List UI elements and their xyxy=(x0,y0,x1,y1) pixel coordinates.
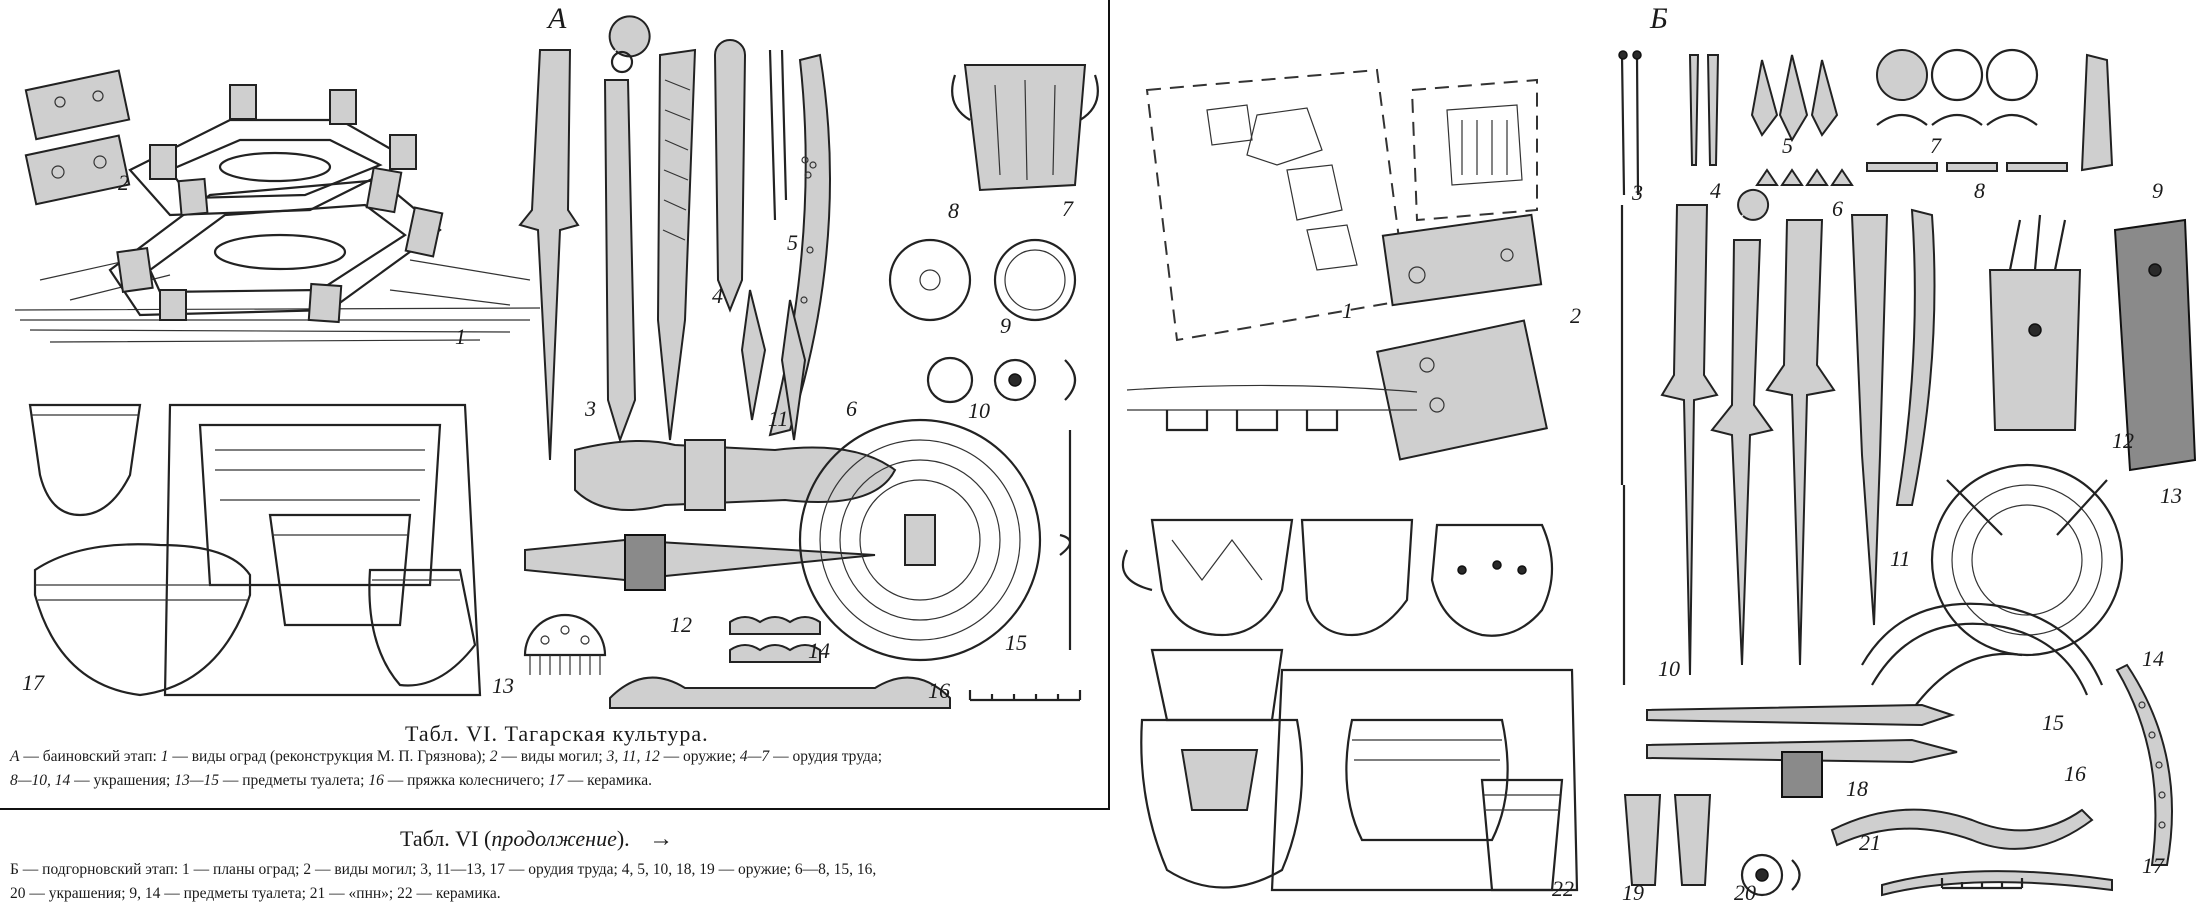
figure-number-14: 14 xyxy=(808,638,830,663)
continuation-line-1: Б — подгорновский этап: 1 — планы оград;… xyxy=(10,861,877,878)
figure-number-b-19: 19 xyxy=(1622,880,1644,905)
figure-number-b-1: 1 xyxy=(1342,298,1353,323)
figure-number-10: 10 xyxy=(968,398,990,423)
plate-title: Табл. VI. Тагарская культура. xyxy=(405,721,709,746)
arrow-right-icon: → xyxy=(649,826,674,852)
figure-number-3: 3 xyxy=(585,396,596,421)
curved-knife-17 xyxy=(2115,663,2173,866)
enclosure-reconstruction-drawing xyxy=(14,69,541,343)
figure-number-b-6: 6 xyxy=(1832,196,1843,221)
figure-number-7: 7 xyxy=(1062,196,1073,221)
plate-b-caption: Б — подгорновский этап: 1 — планы оград;… xyxy=(10,858,1100,906)
figure-number-16: 16 xyxy=(928,678,950,703)
figure-number-1: 1 xyxy=(455,324,466,349)
panel-b-letter: Б xyxy=(1650,2,1668,35)
ornaments-14 xyxy=(729,616,821,663)
figure-number-b-11: 11 xyxy=(1890,546,1911,571)
figure-number-6: 6 xyxy=(846,396,857,421)
figure-number-2: 2 xyxy=(118,170,129,195)
figure-number-8: 8 xyxy=(948,198,959,223)
panel-b: Б 1 2 xyxy=(1112,0,2200,913)
scale-bar-b xyxy=(1940,878,2024,890)
figure-number-b-2: 2 xyxy=(1570,303,1581,328)
figure-number-17: 17 xyxy=(22,670,44,695)
small-artifacts-3-9 xyxy=(1618,48,2114,196)
figure-number-b-3: 3 xyxy=(1632,180,1643,205)
figure-number-11: 11 xyxy=(768,406,789,431)
continuation-line-2: 20 — украшения; 9, 14 — предметы туалета… xyxy=(10,885,501,902)
figure-number-b-15: 15 xyxy=(2042,710,2064,735)
figure-number-13: 13 xyxy=(492,673,514,698)
plate-a-caption: А — баиновский этап: 1 — виды оград (рек… xyxy=(10,745,1100,793)
figure-number-5: 5 xyxy=(787,230,798,255)
figure-number-b-17: 17 xyxy=(2142,853,2164,878)
figure-number-b-7: 7 xyxy=(1930,133,1941,158)
ornament-discs-9-10 xyxy=(888,238,1077,404)
figure-number-b-10: 10 xyxy=(1658,656,1680,681)
continuation-title: Табл. VI (продолжение). → xyxy=(400,826,674,852)
daggers-and-knives-10-11 xyxy=(1620,188,1936,685)
scale-bar-a xyxy=(968,690,1082,702)
caption-line-2: 8—10, 14 — украшения; 13—15 — предметы т… xyxy=(10,772,652,789)
section-profile xyxy=(1126,384,1418,432)
caption-line-1: А — баиновский этап: 1 — виды оград (рек… xyxy=(10,748,883,765)
panel-a-letter: А xyxy=(548,2,567,35)
ceramics-22 xyxy=(1121,518,1579,892)
dagger-and-knife-drawings xyxy=(518,15,831,461)
figure-number-b-13: 13 xyxy=(2160,483,2182,508)
charioteer-buckle-16 xyxy=(609,676,951,709)
figure-number-b-5: 5 xyxy=(1782,133,1793,158)
comb-13 xyxy=(523,613,607,675)
ceramics-17 xyxy=(28,403,482,697)
figure-number-15: 15 xyxy=(1005,630,1027,655)
figure-number-b-9: 9 xyxy=(2152,178,2163,203)
bronze-mirror-15 xyxy=(798,418,1072,662)
figure-number-b-20: 20 xyxy=(1734,880,1756,905)
pouch-and-case-12-13 xyxy=(1988,214,2197,472)
figure-number-b-12: 12 xyxy=(2112,428,2134,453)
figure-number-b-18: 18 xyxy=(1846,776,1868,801)
battle-axe-and-dagger-12 xyxy=(524,439,897,591)
figure-number-b-22: 22 xyxy=(1552,876,1574,901)
panel-a: А xyxy=(0,0,1110,810)
figure-number-b-16: 16 xyxy=(2064,761,2086,786)
figure-number-4: 4 xyxy=(712,283,723,308)
pottery-vessel-7 xyxy=(951,64,1099,192)
pnn-21 xyxy=(1830,808,2113,897)
figure-number-b-21: 21 xyxy=(1859,830,1881,855)
grave-views-2 xyxy=(1376,213,1548,461)
figure-number-b-14: 14 xyxy=(2142,646,2164,671)
ornament-20 xyxy=(1740,853,1801,897)
figure-number-b-4: 4 xyxy=(1710,178,1721,203)
figure-number-12: 12 xyxy=(670,612,692,637)
figure-number-b-8: 8 xyxy=(1974,178,1985,203)
sheaths-19 xyxy=(1623,794,1712,886)
figure-number-9: 9 xyxy=(1000,313,1011,338)
axe-dagger-18 xyxy=(1646,703,1958,798)
